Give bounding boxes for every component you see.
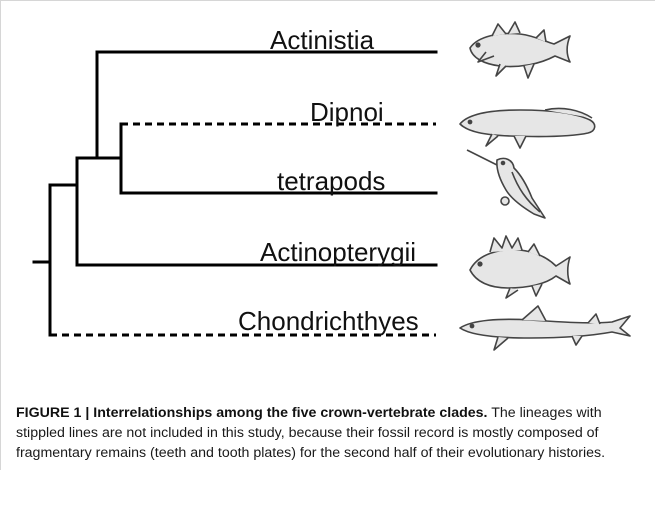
coelacanth-icon [470,22,570,78]
hummingbird-icon [467,150,545,218]
figure-caption: FIGURE 1 | Interrelationships among the … [16,403,646,463]
perch-icon [470,236,570,298]
taxon-label-actinopterygii: Actinopterygii [260,239,416,265]
taxon-label-tetrapods: tetrapods [277,168,385,194]
taxon-label-chondrichthyes: Chondrichthyes [238,308,419,334]
lungfish-icon [460,108,595,148]
phylogenetic-tree [0,0,662,400]
caption-title: FIGURE 1 | Interrelationships among the … [16,405,488,421]
shark-icon [460,306,630,350]
taxon-label-dipnoi: Dipnoi [310,99,384,125]
taxon-label-actinistia: Actinistia [270,27,374,53]
